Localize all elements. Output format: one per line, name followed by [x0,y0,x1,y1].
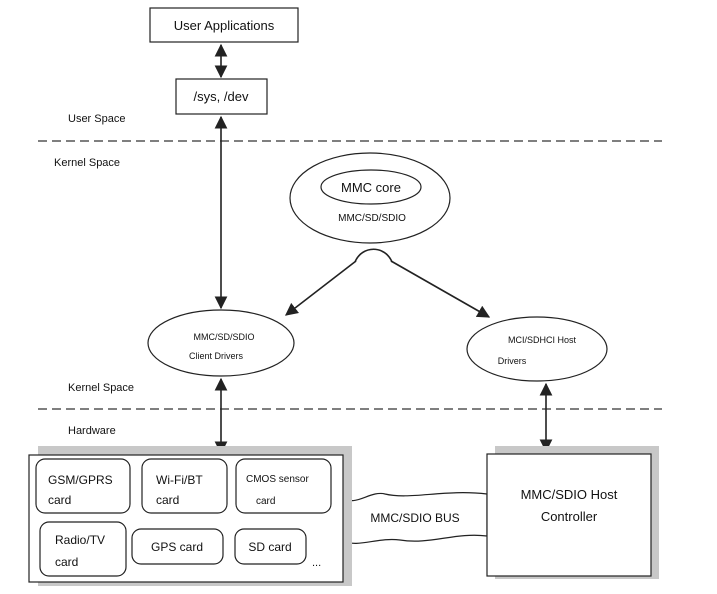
cmos-card-line2: card [256,496,275,507]
mmc-core-sub-label: MMC/SD/SDIO [338,213,406,224]
host-controller-line2: Controller [541,509,598,524]
mmc-core-label: MMC core [341,180,401,195]
user-applications-box [149,7,299,43]
gps-card-label: GPS card [151,540,203,554]
client-drivers-ellipse [147,309,295,377]
wifi-card-box [141,458,228,514]
client-drivers-line2: Client Drivers [189,351,244,361]
sys-dev-box [175,78,268,115]
host-controller-box [486,453,652,577]
gsm-card-line1: GSM/GPRS [48,473,113,487]
hardware-label: Hardware [68,425,116,437]
host-drivers-line2: Drivers [498,356,527,366]
host-drivers-ellipse [466,316,608,382]
wifi-card-line2: card [156,493,179,507]
radio-card-box [39,521,127,577]
mmc-core-inner-ellipse [320,169,422,205]
kernel-space-bottom-label: Kernel Space [68,382,134,394]
wifi-card-line1: Wi-Fi/BT [156,473,203,487]
cmos-card-line1: CMOS sensor [246,474,309,485]
gsm-card-box [35,458,131,514]
core-client-arrow [284,260,357,316]
user-applications-label: User Applications [174,18,275,33]
more-cards-ellipsis: ... [312,557,321,569]
host-drivers-line1: MCI/SDHCI Host [508,335,577,345]
client-drivers-line1: MMC/SD/SDIO [193,332,254,342]
sd-card-box [234,528,307,565]
kernel-space-top-label: Kernel Space [54,157,120,169]
host-controller-line1: MMC/SDIO Host [521,487,618,502]
gps-card-box [131,528,224,565]
user-space-label: User Space [68,113,125,125]
core-split-curve [354,248,393,263]
radio-card-line1: Radio/TV [55,533,105,547]
cmos-card-box [235,458,332,514]
sd-card-label: SD card [248,540,291,554]
radio-card-line2: card [55,555,78,569]
gsm-card-line2: card [48,493,71,507]
bus-label: MMC/SDIO BUS [370,511,459,525]
core-host-arrow [390,260,491,318]
sys-dev-label: /sys, /dev [194,89,249,104]
